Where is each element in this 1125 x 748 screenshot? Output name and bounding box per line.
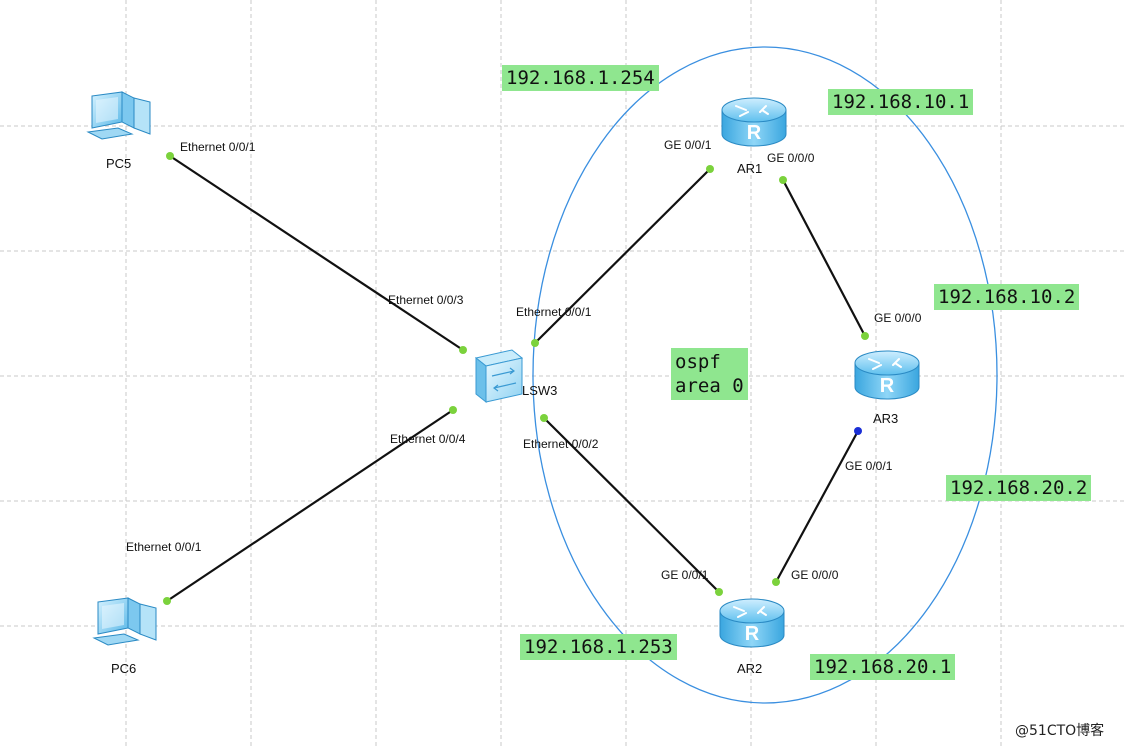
- ar1-router-icon[interactable]: R: [721, 97, 787, 147]
- ospf-area-label: ospf area 0: [671, 348, 748, 400]
- svg-text:R: R: [745, 623, 760, 645]
- port-dot-ar2-ge0: [772, 578, 780, 586]
- port-dot-ar2-ge1: [715, 588, 723, 596]
- ar2-router-icon[interactable]: R: [719, 598, 785, 648]
- pc6-label: PC6: [111, 661, 137, 676]
- port-dot-pc5: [166, 152, 174, 160]
- link-lsw3-ar2: [543, 417, 720, 593]
- port-label-ar1-ge0: GE 0/0/0: [767, 151, 815, 165]
- lsw3-label: LSW3: [522, 383, 558, 398]
- pc5-icon[interactable]: [86, 91, 151, 140]
- ar3-label: AR3: [873, 411, 899, 426]
- port-label-pc5-eth: Ethernet 0/0/1: [180, 140, 256, 154]
- port-indicators: [163, 152, 869, 605]
- port-dot-lsw3-eth2: [540, 414, 548, 422]
- port-label-lsw3-eth2: Ethernet 0/0/2: [523, 437, 599, 451]
- port-label-ar2-ge0: GE 0/0/0: [791, 568, 839, 582]
- ar1-label: AR1: [737, 161, 763, 176]
- ip-label-ar3-b: 192.168.20.2: [946, 475, 1092, 501]
- port-dot-lsw3-eth4: [449, 406, 457, 414]
- port-dot-pc6: [163, 597, 171, 605]
- port-label-ar2-ge1: GE 0/0/1: [661, 568, 709, 582]
- port-label-lsw3-eth1: Ethernet 0/0/1: [516, 305, 592, 319]
- port-label-lsw3-eth3: Ethernet 0/0/3: [388, 293, 464, 307]
- lsw3-switch-icon[interactable]: [474, 349, 524, 404]
- port-dot-lsw3-eth3: [459, 346, 467, 354]
- pc5-label: PC5: [106, 156, 132, 171]
- port-dot-ar1-ge1: [706, 165, 714, 173]
- port-dot-lsw3-eth1: [531, 339, 539, 347]
- svg-text:R: R: [747, 122, 762, 144]
- link-pc5-lsw3: [169, 155, 464, 351]
- ip-label-ar1-lan: 192.168.1.254: [502, 65, 659, 91]
- link-pc6-lsw3: [166, 409, 454, 602]
- ospf-area-ring: [532, 46, 998, 704]
- port-label-ar3-ge1: GE 0/0/1: [845, 459, 893, 473]
- link-ar2-ar3: [775, 430, 859, 583]
- link-lsw3-ar1: [534, 168, 711, 344]
- ip-label-ar3-a: 192.168.10.2: [934, 284, 1080, 310]
- port-label-ar1-ge1: GE 0/0/1: [664, 138, 712, 152]
- port-dot-ar3-ge1: [854, 427, 862, 435]
- pc6-icon[interactable]: [92, 597, 157, 646]
- ar2-label: AR2: [737, 661, 763, 676]
- link-ar1-ar3: [782, 179, 866, 337]
- svg-text:R: R: [880, 375, 895, 397]
- ip-label-ar2-wan: 192.168.20.1: [810, 654, 956, 680]
- port-dot-ar1-ge0: [779, 176, 787, 184]
- ar3-router-icon[interactable]: R: [854, 350, 920, 400]
- port-label-ar3-ge0: GE 0/0/0: [874, 311, 922, 325]
- port-dot-ar3-ge0: [861, 332, 869, 340]
- ip-label-ar1-wan: 192.168.10.1: [828, 89, 974, 115]
- watermark: @51CTO博客: [1015, 723, 1105, 739]
- ip-label-ar2-lan: 192.168.1.253: [520, 634, 677, 660]
- port-label-lsw3-eth4: Ethernet 0/0/4: [390, 432, 466, 446]
- port-label-pc6-eth: Ethernet 0/0/1: [126, 540, 202, 554]
